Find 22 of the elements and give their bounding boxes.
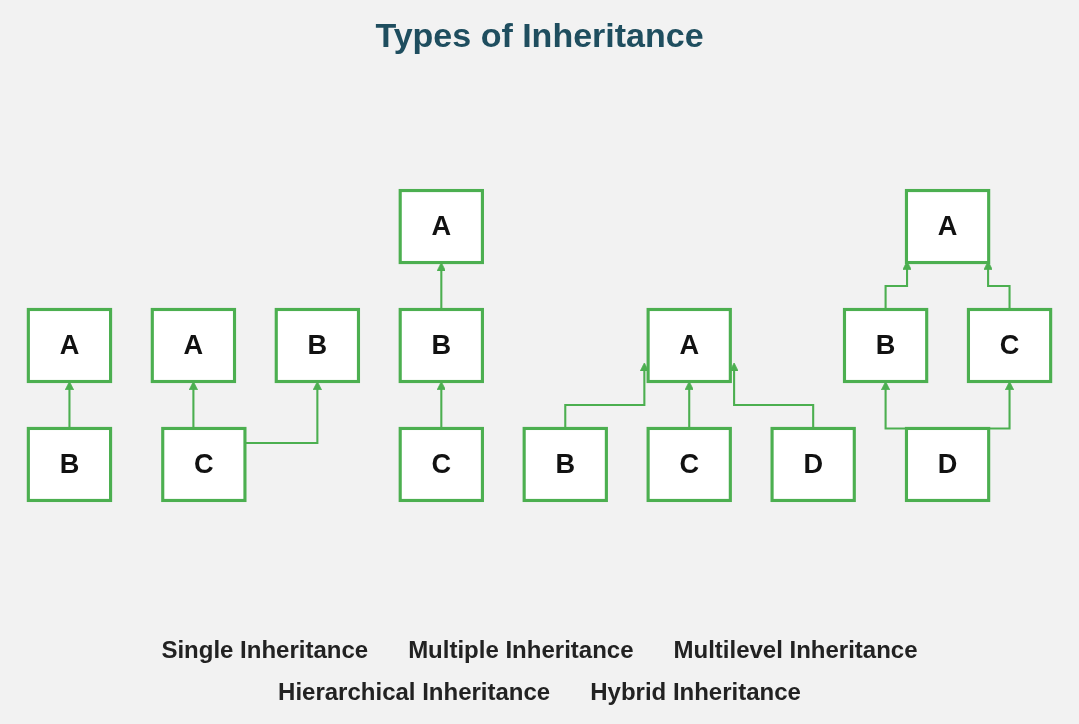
title: Types of Inheritance — [375, 16, 704, 55]
caption-text: Hybrid Inheritance — [590, 678, 801, 706]
node-box: A — [646, 307, 732, 384]
node-box: B — [842, 307, 929, 384]
node-box: C — [646, 426, 732, 503]
node-box: C — [966, 307, 1053, 384]
node-box: C — [161, 426, 247, 503]
node-box: C — [398, 426, 484, 503]
node-box: B — [274, 307, 361, 384]
node-box: D — [770, 426, 856, 503]
node-box: A — [150, 307, 237, 384]
node-box: A — [904, 188, 991, 265]
caption-text: Multiple Inheritance — [408, 636, 634, 664]
caption-text: Multilevel Inheritance — [673, 636, 918, 664]
node-box: A — [26, 307, 113, 384]
node-box: B — [522, 426, 608, 503]
caption-text: Hierarchical Inheritance — [278, 678, 551, 706]
node-box: A — [398, 188, 484, 265]
caption-text: Single Inheritance — [161, 636, 369, 664]
node-box: B — [26, 426, 113, 503]
node-box: B — [398, 307, 484, 384]
node-box: D — [904, 426, 991, 503]
